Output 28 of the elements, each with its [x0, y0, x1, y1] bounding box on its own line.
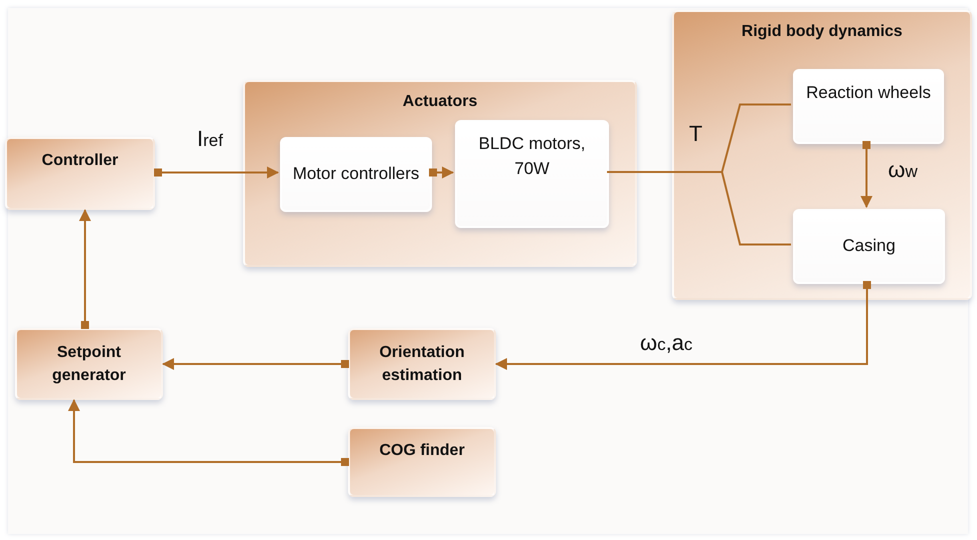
connector-arrow	[162, 358, 349, 370]
node-label: Controller	[42, 151, 118, 171]
process-box	[455, 120, 609, 228]
node-label: Motor controllers	[292, 163, 420, 186]
connector-arrow	[79, 209, 91, 329]
node-label: Orientation estimation	[378, 342, 466, 386]
process-box	[280, 137, 432, 212]
process-box	[348, 328, 496, 400]
node-label: COG finder	[379, 441, 465, 461]
node-label: Actuators	[402, 92, 478, 112]
node-label: Casing	[842, 235, 896, 258]
edge-label: T	[689, 121, 702, 147]
process-box	[5, 137, 155, 210]
process-box	[15, 328, 163, 400]
node-label: Rigid body dynamics	[742, 22, 902, 42]
connector-arrow	[154, 166, 279, 178]
process-box	[793, 209, 945, 284]
group-panel	[672, 10, 972, 300]
connector-arrow	[860, 141, 872, 208]
node-label: Setpoint generator	[51, 342, 127, 386]
connector-arrow	[495, 281, 871, 370]
connector-arrow	[429, 166, 454, 178]
process-box	[348, 427, 496, 497]
group-panel	[243, 80, 637, 267]
node-label: Reaction wheels	[806, 82, 931, 104]
node-label: BLDC motors, 70W	[478, 133, 586, 180]
connector-arrow	[68, 399, 349, 466]
process-box	[793, 69, 944, 144]
